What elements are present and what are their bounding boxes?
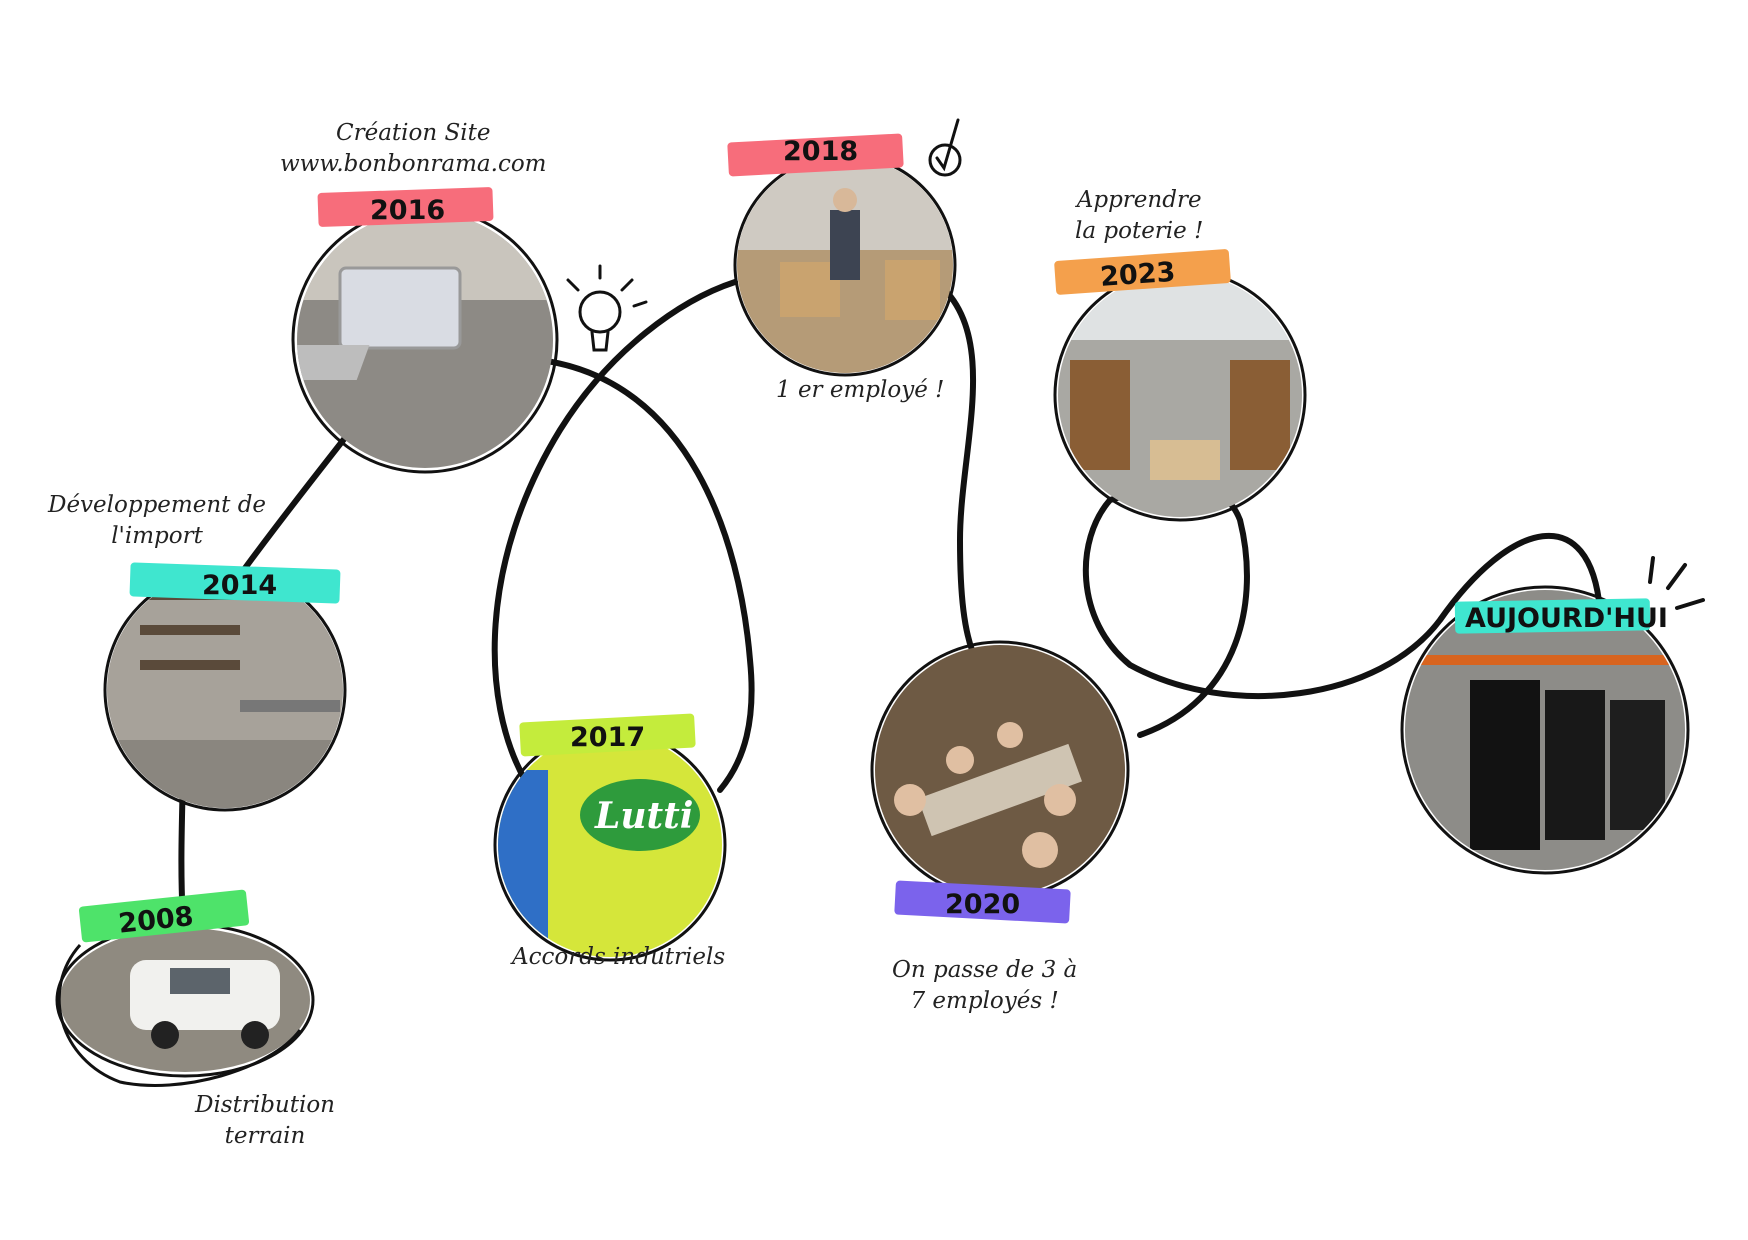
caption-2016: Création Site www.bonbonrama.com	[280, 118, 547, 180]
year-highlight-today	[1454, 598, 1651, 634]
year-label-2017: 2017	[570, 722, 645, 753]
laptop-screen	[338, 266, 462, 350]
connector-2017-2018	[491, 279, 738, 783]
year-highlight-2014	[129, 562, 341, 604]
scribble-2008	[57, 944, 302, 1087]
caption-2017: Accords indutriels	[512, 942, 725, 973]
caption-2023: Apprendre la poterie !	[1075, 185, 1203, 247]
caption-2016-line2: www.bonbonrama.com	[280, 151, 547, 178]
timeline-connector	[178, 279, 1603, 923]
caption-2014: Développement de l'import	[48, 490, 266, 552]
caption-2023-line1: Apprendre	[1076, 187, 1202, 213]
caption-2017-line1: Accords indutriels	[512, 944, 726, 970]
caption-2014-line2: l'import	[111, 523, 203, 550]
guest	[1044, 784, 1076, 816]
milestone-2023: 2023	[1053, 249, 1307, 522]
sparkle-lines-icon	[1648, 556, 1705, 610]
rack-beam	[1405, 655, 1685, 665]
caption-2016-line1: Création Site	[336, 120, 491, 146]
pallet	[1610, 700, 1665, 830]
milestone-2008: 2008	[55, 889, 315, 1087]
milestone-2017: Lutti 2017	[493, 713, 727, 962]
year-highlight-2017	[519, 713, 696, 757]
desk	[240, 700, 340, 712]
year-highlight-2016	[317, 187, 494, 227]
milestone-today: AUJOURD'HUI	[1400, 585, 1690, 875]
guest	[946, 746, 974, 774]
caption-2023-line2: la poterie !	[1075, 218, 1204, 245]
caption-2018: 1 er employé !	[776, 375, 944, 406]
worker-head	[833, 188, 857, 212]
rack	[1230, 360, 1290, 470]
van-body	[130, 960, 280, 1030]
connector-2018-2020	[937, 282, 977, 653]
caption-2020-line1: On passe de 3 à	[892, 957, 1078, 983]
milestone-2018: 2018	[727, 133, 957, 377]
year-label-2014: 2014	[202, 570, 277, 601]
shelf	[140, 625, 240, 635]
lutti-logo-text: Lutti	[594, 795, 693, 837]
lightbulb-icon	[566, 264, 648, 352]
year-highlight-2020	[894, 880, 1071, 924]
van-wheel	[151, 1021, 179, 1049]
box	[885, 260, 940, 320]
year-highlight-2023	[1054, 249, 1231, 295]
year-label-2020: 2020	[945, 889, 1020, 920]
pallet	[1545, 690, 1605, 840]
year-label-2018: 2018	[783, 136, 858, 167]
connector-2020-2023	[1082, 483, 1603, 738]
laptop-base	[297, 345, 370, 380]
caption-2014-line1: Développement de	[48, 492, 267, 518]
year-label-today: AUJOURD'HUI	[1465, 603, 1668, 634]
year-label-2016: 2016	[370, 195, 445, 226]
table	[917, 743, 1083, 837]
caption-2020-line2: 7 employés !	[910, 988, 1059, 1015]
worker	[830, 210, 860, 280]
guest	[997, 722, 1023, 748]
caption-2008-line2: terrain	[224, 1123, 306, 1150]
year-highlight-2008	[78, 889, 250, 943]
photo-frame-today	[1400, 585, 1690, 875]
year-highlight-2018	[727, 133, 904, 177]
caption-2018-line1: 1 er employé !	[776, 377, 945, 403]
rack	[1070, 360, 1130, 470]
milestone-2016: 2016	[291, 187, 559, 474]
floor	[107, 740, 343, 808]
shelf	[140, 660, 240, 670]
guest	[1022, 832, 1058, 868]
van-wheel	[241, 1021, 269, 1049]
van-window	[170, 968, 230, 994]
year-label-2023: 2023	[1099, 257, 1176, 293]
pallet	[1470, 680, 1540, 850]
connector-2016-2017	[537, 357, 755, 793]
guest	[894, 784, 926, 816]
box	[1150, 440, 1220, 480]
checkmark-icon	[928, 118, 962, 177]
milestone-2014: 2014	[103, 562, 347, 812]
caption-2020: On passe de 3 à 7 employés !	[892, 955, 1077, 1017]
lutti-logo-bg	[580, 779, 700, 851]
caption-2008: Distribution terrain	[195, 1090, 335, 1152]
milestone-2020: 2020	[870, 640, 1130, 924]
caption-2008-line1: Distribution	[195, 1092, 335, 1118]
